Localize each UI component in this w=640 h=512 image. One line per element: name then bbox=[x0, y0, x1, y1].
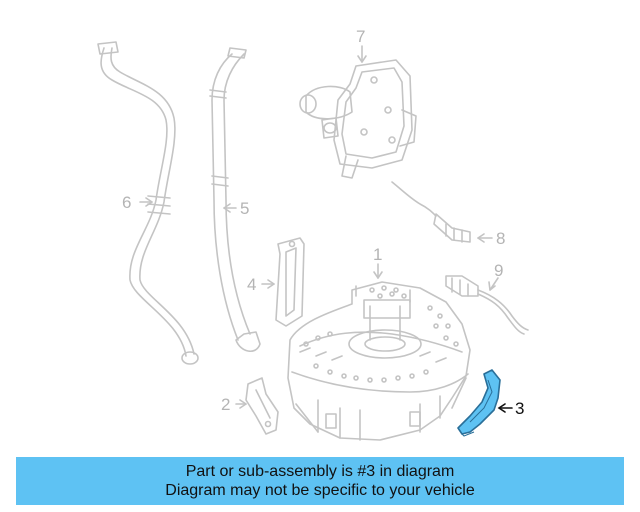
callout-7: 7 bbox=[356, 27, 365, 46]
part-9-sensor[interactable] bbox=[445, 275, 529, 335]
part-8-sensor[interactable] bbox=[391, 181, 471, 243]
part-1-tray[interactable] bbox=[287, 281, 471, 441]
part-5-hose[interactable] bbox=[209, 47, 261, 352]
part-7-module[interactable] bbox=[299, 59, 417, 179]
banner-line-2: Diagram may not be specific to your vehi… bbox=[165, 482, 475, 499]
part-3-bracket-highlighted[interactable] bbox=[457, 369, 501, 437]
callout-9: 9 bbox=[494, 261, 503, 280]
leader-line-3 bbox=[497, 403, 513, 413]
part-2-bracket[interactable] bbox=[245, 377, 279, 435]
callout-4: 4 bbox=[247, 275, 256, 294]
callout-5: 5 bbox=[240, 199, 249, 218]
callout-8: 8 bbox=[496, 229, 505, 248]
callout-1: 1 bbox=[373, 245, 382, 264]
part-4-bracket[interactable] bbox=[275, 237, 305, 327]
callout-3: 3 bbox=[515, 399, 524, 418]
callout-6: 6 bbox=[122, 193, 131, 212]
callout-2: 2 bbox=[221, 395, 230, 414]
info-banner: Part or sub-assembly is #3 in diagram Di… bbox=[16, 457, 624, 505]
part-6-hose[interactable] bbox=[97, 41, 199, 365]
leader-lines bbox=[139, 45, 499, 409]
banner-line-1: Part or sub-assembly is #3 in diagram bbox=[185, 463, 455, 480]
